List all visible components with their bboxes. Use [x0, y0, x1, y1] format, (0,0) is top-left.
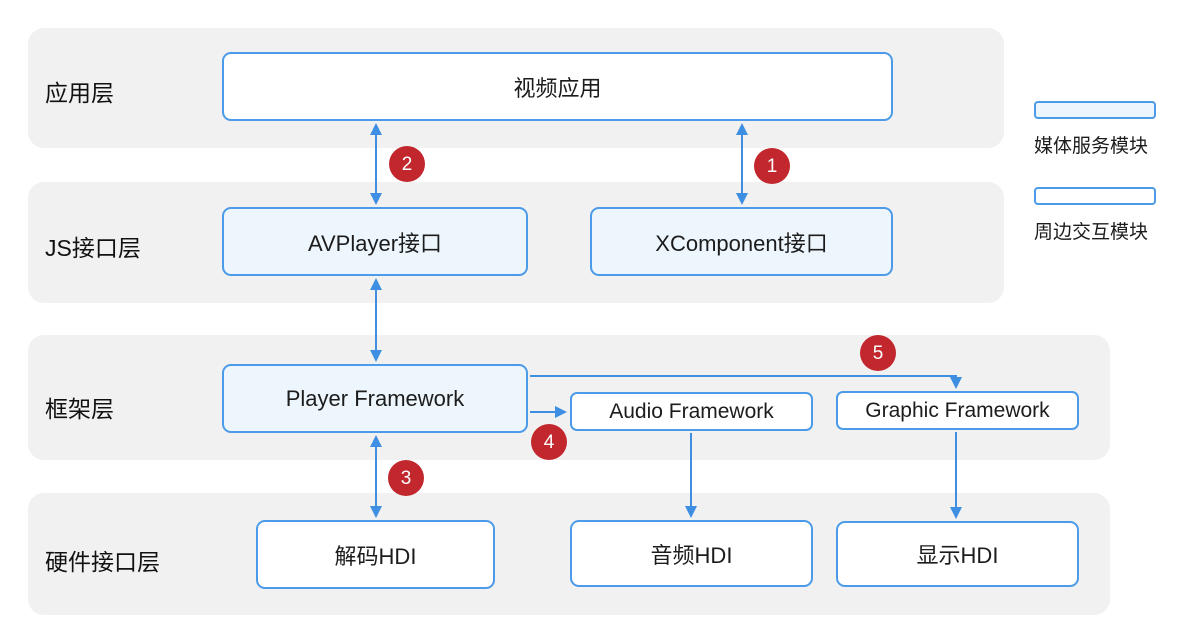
- step-badge-5: 5: [860, 335, 896, 371]
- node-decode-hdi: 解码HDI: [256, 520, 495, 589]
- node-audio-framework: Audio Framework: [570, 392, 813, 431]
- layer-label-js-interface: JS接口层: [45, 235, 141, 261]
- node-xcomponent-interface: XComponent接口: [590, 207, 893, 276]
- layer-label-framework: 框架层: [45, 396, 114, 422]
- legend-swatch-media-service: [1034, 101, 1156, 119]
- node-graphic-framework: Graphic Framework: [836, 391, 1079, 430]
- step-badge-3: 3: [388, 460, 424, 496]
- legend-label-media-service: 媒体服务模块: [1034, 136, 1149, 157]
- layer-label-application: 应用层: [45, 80, 114, 106]
- node-avplayer-interface: AVPlayer接口: [222, 207, 528, 276]
- step-badge-2: 2: [389, 146, 425, 182]
- layer-label-hardware-interface: 硬件接口层: [45, 549, 160, 575]
- node-player-framework: Player Framework: [222, 364, 528, 433]
- legend-swatch-peripheral-interaction: [1034, 187, 1156, 205]
- node-audio-hdi: 音频HDI: [570, 520, 813, 587]
- node-video-app: 视频应用: [222, 52, 893, 121]
- step-badge-4: 4: [531, 424, 567, 460]
- node-display-hdi: 显示HDI: [836, 521, 1079, 587]
- legend-label-peripheral-interaction: 周边交互模块: [1034, 222, 1149, 243]
- step-badge-1: 1: [754, 148, 790, 184]
